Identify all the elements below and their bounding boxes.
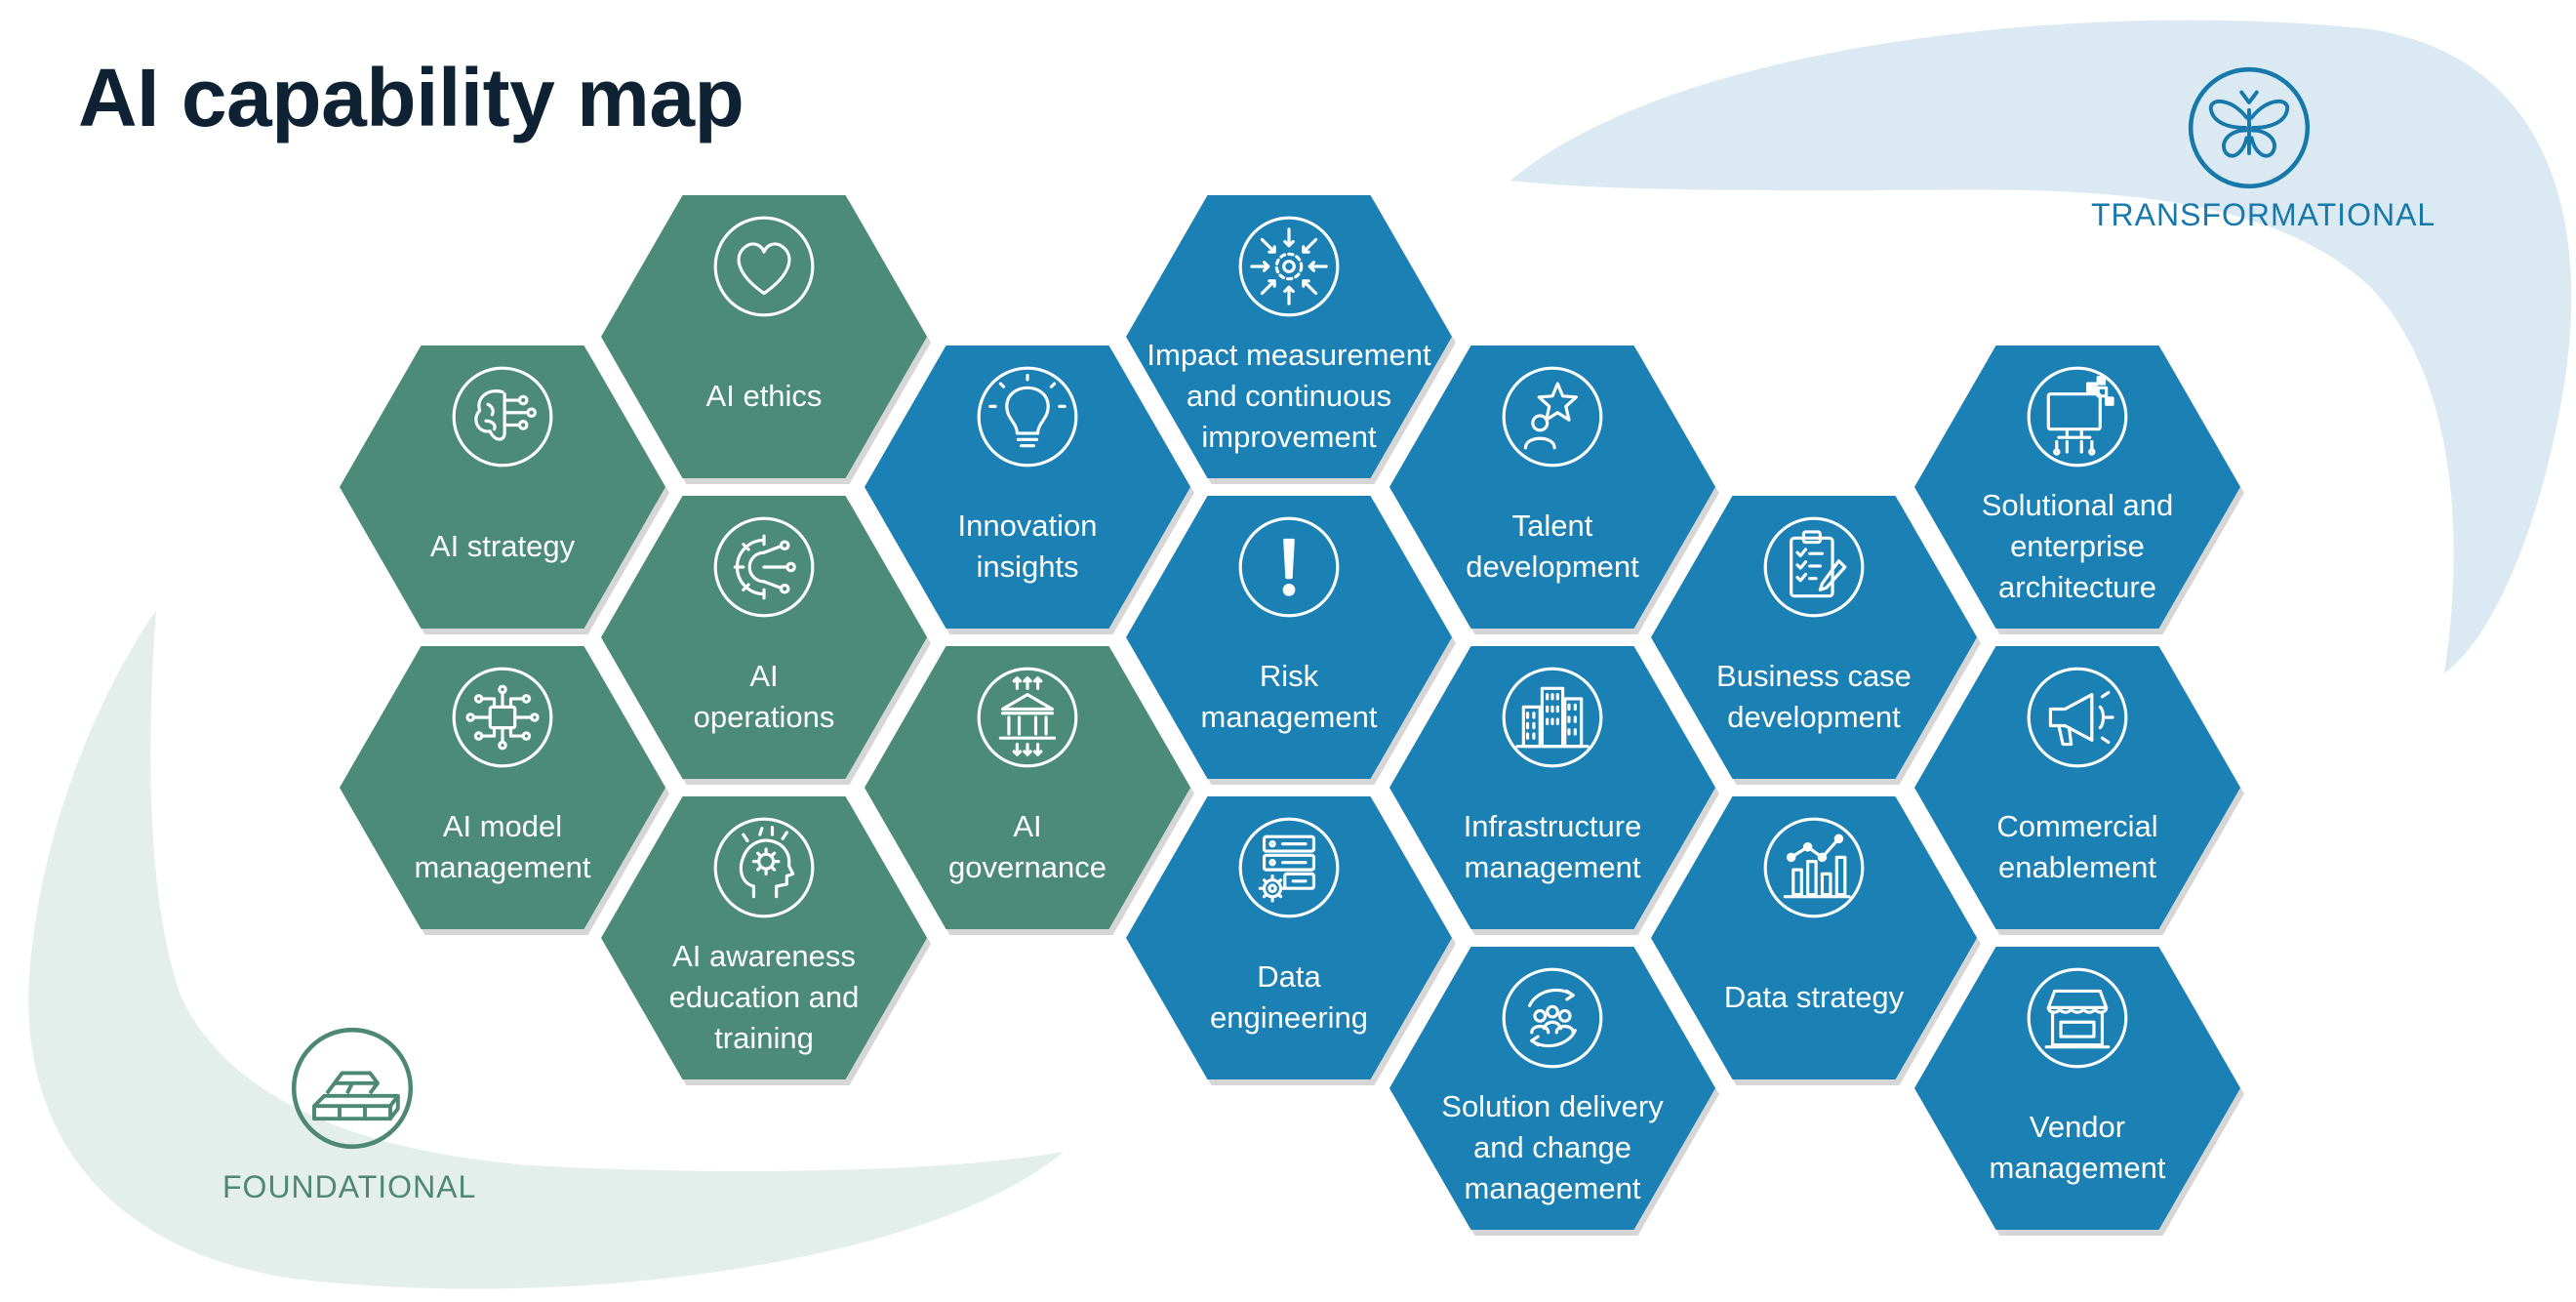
hex-shape xyxy=(1651,796,1981,1085)
hex-data-strategy: Data strategy xyxy=(1651,796,1981,1085)
storefront-icon xyxy=(2027,967,2128,1069)
hex-label: Vendor management xyxy=(1989,1110,2166,1185)
hex-label: Solutional and enterprise architecture xyxy=(1981,488,2174,604)
hex-label: Business case development xyxy=(1716,659,1912,734)
hex-impact-measurement-and-continuous-improvement: Impact measurement and continuous improv… xyxy=(1126,195,1456,484)
hex-ai-operations: AI operations xyxy=(601,496,931,785)
hex-innovation-insights: Innovation insights xyxy=(865,346,1194,634)
megaphone-icon xyxy=(2027,667,2128,768)
hex-ai-ethics: AI ethics xyxy=(601,195,931,484)
hex-vendor-management: Vendor management xyxy=(1914,947,2244,1236)
hex-shape xyxy=(1651,496,1981,785)
lightbulb-icon xyxy=(977,366,1078,468)
hex-shape xyxy=(1914,947,2244,1236)
hex-shape xyxy=(601,496,931,785)
hex-shape xyxy=(1914,646,2244,935)
hex-ai-awareness-education-and-training: AI awareness education and training xyxy=(601,796,931,1085)
hex-solutional-and-enterprise-architecture: Solutional and enterprise architecture xyxy=(1914,346,2244,634)
hex-data-engineering: Data engineering xyxy=(1126,796,1456,1085)
target-arrows-icon xyxy=(1238,216,1340,317)
bricks-icon xyxy=(291,1027,414,1150)
hex-label: Data strategy xyxy=(1723,980,1905,1014)
hex-label: Risk management xyxy=(1200,659,1378,734)
hex-label: Talent development xyxy=(1466,509,1639,584)
hex-label: Innovation insights xyxy=(957,509,1098,584)
transformational-swoosh xyxy=(1510,20,2572,673)
hex-ai-model-management: AI model management xyxy=(340,646,669,935)
city-buildings-icon xyxy=(1502,667,1603,768)
hex-shape xyxy=(601,195,931,484)
hex-label: Impact measurement and continuous improv… xyxy=(1147,338,1431,454)
hex-commercial-enablement: Commercial enablement xyxy=(1914,646,2244,935)
hex-business-case-development: Business case development xyxy=(1651,496,1981,785)
hex-label: AI operations xyxy=(693,659,835,734)
gear-circuit-icon xyxy=(713,516,815,618)
clipboard-checklist-icon xyxy=(1763,516,1865,618)
hex-talent-development: Talent development xyxy=(1389,346,1719,634)
hex-shape xyxy=(340,646,669,935)
brain-circuit-icon xyxy=(452,366,553,468)
network-chip-icon xyxy=(452,667,553,768)
foundational-swoosh xyxy=(28,610,1064,1289)
bar-chart-icon xyxy=(1763,817,1865,918)
hex-risk-management: Risk management xyxy=(1126,496,1456,785)
hex-label: AI model management xyxy=(414,809,591,884)
hex-shape xyxy=(1389,646,1719,935)
hex-label: AI awareness education and training xyxy=(668,939,860,1055)
hex-label: Infrastructure management xyxy=(1463,809,1642,884)
hex-ai-strategy: AI strategy xyxy=(340,346,669,634)
hex-shape xyxy=(865,346,1194,634)
hex-label: Solution delivery and change management xyxy=(1441,1089,1664,1205)
hex-label: AI ethics xyxy=(705,379,823,413)
hex-label: AI governance xyxy=(947,809,1107,884)
exclamation-icon xyxy=(1238,516,1340,618)
page-title: AI capability map xyxy=(78,52,745,143)
server-gear-icon xyxy=(1238,817,1340,918)
monitor-circuit-icon xyxy=(2027,366,2128,468)
hex-shape xyxy=(340,346,669,634)
hex-ai-governance: AI governance xyxy=(865,646,1194,935)
transformational-label: TRANSFORMATIONAL xyxy=(2091,197,2436,232)
hex-shape xyxy=(1126,796,1456,1085)
hex-shape xyxy=(601,796,931,1085)
hex-label: Commercial enablement xyxy=(1996,809,2158,884)
hex-shape xyxy=(1914,346,2244,634)
hex-infrastructure-management: Infrastructure management xyxy=(1389,646,1719,935)
head-gear-icon xyxy=(713,817,815,918)
hex-shape xyxy=(1126,496,1456,785)
butterfly-icon xyxy=(2188,66,2311,189)
hex-shape xyxy=(1389,947,1719,1236)
hex-label: AI strategy xyxy=(429,529,576,563)
hex-shape xyxy=(865,646,1194,935)
government-building-icon xyxy=(977,667,1078,768)
foundational-label: FOUNDATIONAL xyxy=(222,1169,477,1204)
team-cycle-icon xyxy=(1502,967,1603,1069)
hex-solution-delivery-and-change-management: Solution delivery and change management xyxy=(1389,947,1719,1236)
person-star-icon xyxy=(1502,366,1603,468)
hex-shape xyxy=(1126,195,1456,484)
hex-label: Data engineering xyxy=(1209,959,1369,1035)
heart-icon xyxy=(713,216,815,317)
hex-shape xyxy=(1389,346,1719,634)
